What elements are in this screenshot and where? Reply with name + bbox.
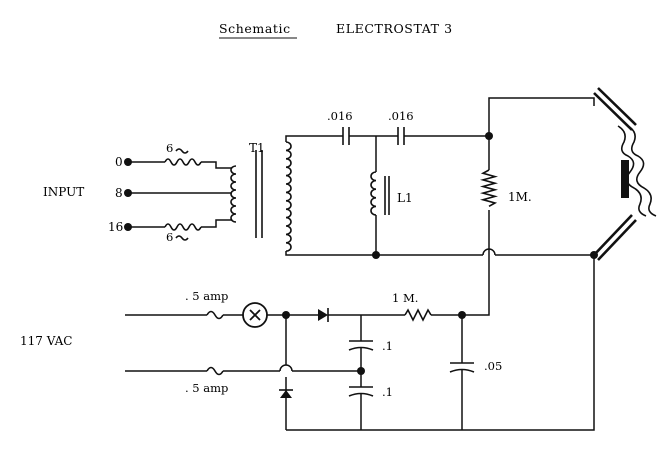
junction-inductor-bottom [372, 251, 380, 259]
capacitor-1-upper [348, 340, 374, 351]
tap-8-label: 8 [115, 186, 123, 200]
capacitor-1-upper-label: .1 [382, 339, 393, 353]
junction-resistor-top [485, 132, 493, 140]
input-resistor-bottom-label: 6 [166, 230, 173, 244]
capacitor-016-right [397, 127, 405, 145]
capacitor-05 [449, 362, 475, 373]
capacitor-1-lower [348, 386, 374, 397]
power-wiring [125, 262, 490, 430]
secondary-wiring [285, 97, 595, 431]
junction-lamp-output [282, 311, 290, 319]
input-wiring [128, 158, 232, 231]
junction-supply-output [458, 311, 466, 319]
resistor-1m-label: 1M. [508, 190, 532, 204]
inductor-label: L1 [397, 191, 413, 205]
pilot-lamp [242, 302, 268, 328]
power-label: 117 VAC [20, 334, 72, 348]
capacitor-05-label: .05 [484, 359, 502, 373]
diode-bottom [279, 389, 293, 398]
resistor-top-squiggle [175, 148, 189, 154]
electrostatic-panel [593, 87, 657, 261]
inductor-l1 [370, 171, 390, 216]
fuse-bottom-label: . 5 amp [185, 381, 228, 395]
tap-0-label: 0 [115, 155, 123, 169]
resistor-bottom-squiggle [175, 235, 189, 241]
resistor-1m-vertical [479, 169, 499, 208]
capacitor-016-left [342, 127, 350, 145]
fuse-top-label: . 5 amp [185, 289, 228, 303]
capacitor-016-left-label: .016 [327, 109, 353, 123]
junction-capacitor-mid [357, 367, 365, 375]
diode-top [318, 308, 329, 322]
capacitor-1-lower-label: .1 [382, 385, 393, 399]
transformer-t1 [230, 141, 292, 252]
schematic-label: Schematic [219, 21, 291, 36]
input-label: INPUT [43, 185, 84, 199]
transformer-label: T1 [249, 141, 265, 155]
resistor-supply-label: 1 M. [392, 291, 418, 305]
model-title: ELECTROSTAT 3 [336, 21, 453, 36]
capacitor-016-right-label: .016 [388, 109, 414, 123]
tap-16-label: 16 [108, 220, 123, 234]
input-resistor-top-label: 6 [166, 141, 173, 155]
